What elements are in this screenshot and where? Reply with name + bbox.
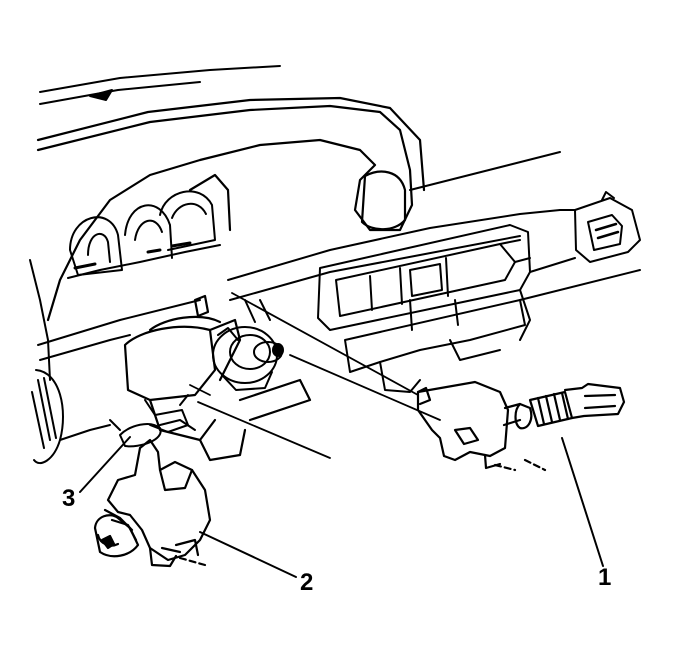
left-dash-side <box>29 259 131 465</box>
headlamp-switch-component <box>93 438 212 568</box>
callout-label-1: 1 <box>598 564 612 591</box>
center-air-vent <box>317 224 531 331</box>
explode-lines <box>189 292 441 459</box>
leader-1 <box>561 437 604 567</box>
dash-face-lines <box>37 151 561 346</box>
lower-dash-panel <box>344 299 526 393</box>
leader-2 <box>199 531 297 578</box>
instrument-cluster <box>67 190 221 279</box>
instrument-panel-pad <box>36 96 426 322</box>
wire-connector <box>109 394 196 448</box>
wiper-switch-component <box>416 380 626 472</box>
callout-label-2: 2 <box>300 569 314 596</box>
right-dash-vent <box>519 191 641 341</box>
windshield-edge <box>39 65 281 105</box>
ignition-cylinder <box>212 299 284 391</box>
callout-leaders <box>79 436 604 578</box>
callout-label-3: 3 <box>62 485 76 512</box>
leader-3 <box>79 436 131 493</box>
